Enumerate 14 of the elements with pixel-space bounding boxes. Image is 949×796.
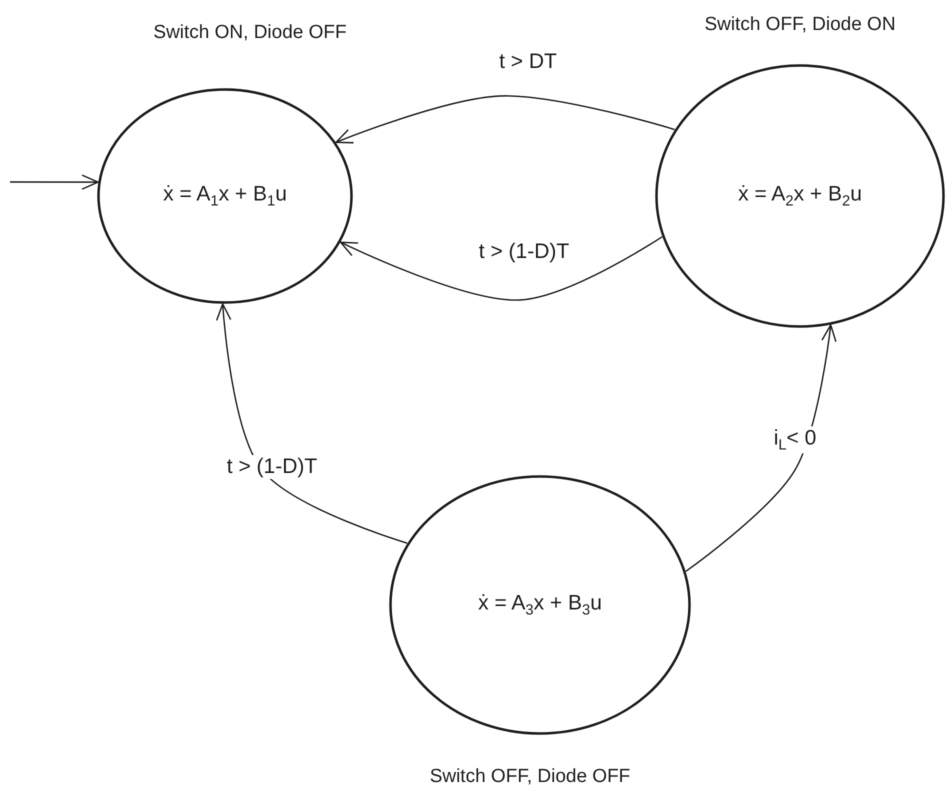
transition-arrow [685,324,837,572]
state-caption: Switch OFF, Diode ON [704,14,896,36]
transition-arrow [10,174,99,190]
state-equation: ẋ = A$_{1}$x + B$_{1}$u [163,182,287,206]
state-equation: ẋ = A$_{3}$x + B$_{3}$u [478,591,602,614]
transition-arrow [335,95,675,144]
transition-arrow [340,236,662,301]
state-equation: ẋ = A$_{2}$x + B$_{2}$u [738,182,862,206]
state-caption: Switch OFF, Diode OFF [430,766,630,788]
state-ellipse [655,64,945,328]
state-caption: Switch ON, Diode OFF [153,22,347,44]
state-ellipse [389,475,691,735]
transition-arrow [216,303,408,544]
state-ellipse [97,88,353,304]
